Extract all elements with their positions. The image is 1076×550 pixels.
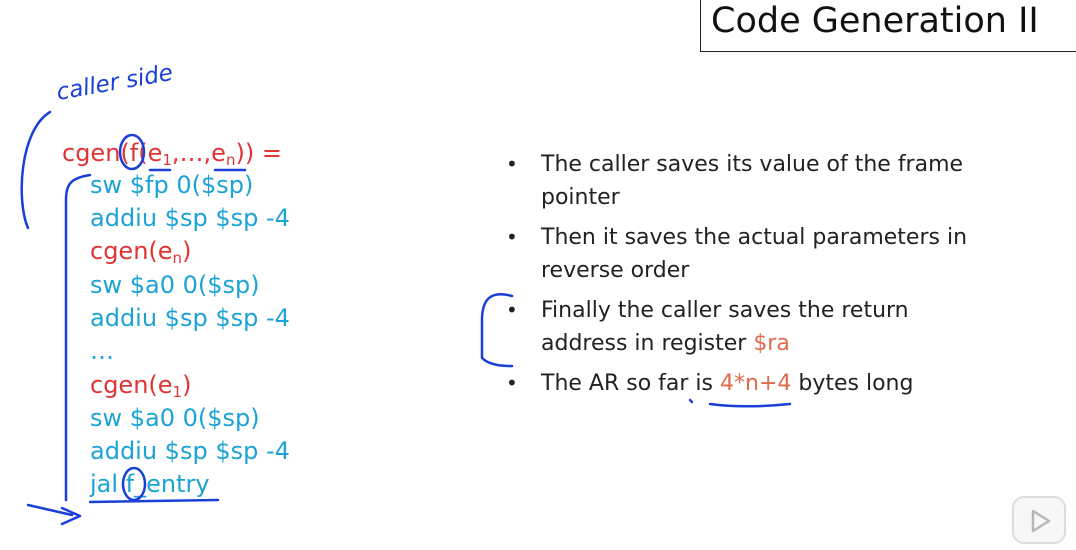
bullet-highlight-size: 4*n+4 bbox=[720, 371, 792, 396]
code-line-10: jal f_entry bbox=[90, 470, 210, 498]
play-button[interactable] bbox=[1012, 496, 1066, 544]
bullet-highlight-ra: $ra bbox=[753, 331, 790, 356]
code-line-6: … bbox=[90, 337, 114, 365]
code-line-5: addiu $sp $sp -4 bbox=[90, 304, 290, 332]
bullet-item-2: • Then it saves the actual parameters in… bbox=[506, 221, 986, 287]
code-header-subn: n bbox=[225, 151, 236, 169]
code-line-3-pre: cgen(e bbox=[90, 237, 173, 265]
bullet-dot: • bbox=[506, 152, 518, 176]
code-line-7: cgen(e1) bbox=[90, 370, 191, 407]
play-icon bbox=[1031, 509, 1051, 533]
code-header-sub1: 1 bbox=[162, 151, 172, 169]
bullet-item-3: • Finally the caller saves the return ad… bbox=[506, 294, 986, 360]
code-header-dots: ,…,e bbox=[171, 139, 226, 167]
code-line-4: sw $a0 0($sp) bbox=[90, 271, 260, 299]
bullet-text-2: Then it saves the actual parameters in r… bbox=[541, 225, 968, 283]
bullet-dot: • bbox=[506, 225, 518, 249]
code-line-8: sw $a0 0($sp) bbox=[90, 404, 260, 432]
bullet-text-4-post: bytes long bbox=[791, 371, 914, 396]
slide-title: Code Generation II bbox=[711, 1, 1039, 41]
code-header-close: )) = bbox=[235, 139, 282, 167]
code-line-1: sw $fp 0($sp) bbox=[90, 171, 254, 199]
code-line-9: addiu $sp $sp -4 bbox=[90, 437, 290, 465]
bullet-dot: • bbox=[506, 371, 518, 395]
code-line-7-post: ) bbox=[182, 371, 192, 399]
code-line-3: cgen(en) bbox=[90, 236, 191, 273]
bullet-item-1: • The caller saves its value of the fram… bbox=[506, 148, 986, 214]
code-header-cgen: cgen( bbox=[62, 139, 130, 167]
title-box: Code Generation II bbox=[700, 0, 1076, 52]
handwritten-note: caller side bbox=[55, 60, 175, 106]
bullet-dot: • bbox=[506, 298, 518, 322]
bullet-text-3: Finally the caller saves the return addr… bbox=[541, 298, 909, 356]
code-line-2: addiu $sp $sp -4 bbox=[90, 204, 290, 232]
code-header-open: (e bbox=[138, 139, 163, 167]
bullet-item-4: • The AR so far is 4*n+4 bytes long bbox=[506, 367, 986, 400]
code-line-7-pre: cgen(e bbox=[90, 371, 173, 399]
code-line-3-post: ) bbox=[182, 237, 192, 265]
bullet-text-1: The caller saves its value of the frame … bbox=[541, 152, 964, 210]
bullet-list: • The caller saves its value of the fram… bbox=[506, 148, 986, 407]
code-line-7-sub: 1 bbox=[172, 383, 183, 401]
code-header-f: f bbox=[129, 139, 139, 167]
code-line-3-sub: n bbox=[172, 249, 183, 267]
bullet-text-4-pre: The AR so far is bbox=[541, 371, 720, 396]
